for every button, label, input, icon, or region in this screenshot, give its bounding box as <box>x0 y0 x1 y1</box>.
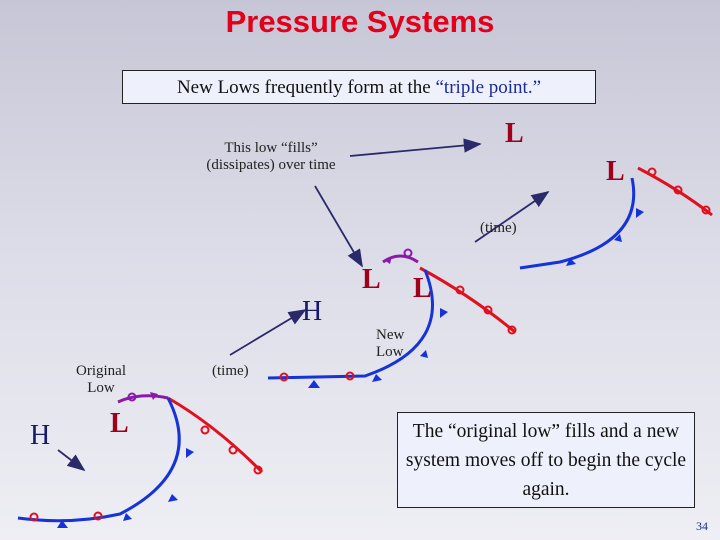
original-low-label: Original Low <box>68 363 134 397</box>
time-label-lower: (time) <box>212 363 249 379</box>
original-low-label-line2: Low <box>87 380 115 396</box>
fills-label-line1: This low “fills” <box>224 140 318 156</box>
page-title: Pressure Systems <box>225 4 495 39</box>
low-symbol-right: L <box>606 156 625 187</box>
subtitle-quote: “triple point.” <box>435 77 542 98</box>
warm-front <box>167 396 264 474</box>
time-label-upper: (time) <box>480 220 517 236</box>
cold-front-mid <box>267 269 434 380</box>
summary-box: The “original low” fills and a new syste… <box>397 412 695 508</box>
low-symbol-top: L <box>505 118 524 149</box>
low-symbol-mid-new: L <box>413 273 432 304</box>
high-arrow <box>57 449 86 472</box>
high-symbol-left: H <box>30 420 51 451</box>
time-arrow-upper <box>474 190 550 243</box>
warm-front-mid <box>419 266 516 334</box>
original-low-label-line1: Original <box>76 363 126 379</box>
future-low-fronts <box>519 166 713 270</box>
fills-arrow-down <box>314 185 363 268</box>
page-number: 34 <box>696 519 708 533</box>
warm-front-upper <box>637 166 713 217</box>
time-arrow-lower <box>229 309 307 356</box>
new-low-label-line1: New <box>376 327 405 343</box>
occluded-front <box>117 394 169 404</box>
cold-front-upper <box>519 177 636 270</box>
subtitle-box: New Lows frequently form at the “triple … <box>122 70 596 104</box>
fills-label-line2: (dissipates) over time <box>206 157 336 173</box>
original-low-fronts <box>17 392 264 528</box>
new-low-label-line2: Low <box>376 344 404 360</box>
new-low-fronts <box>267 248 517 388</box>
low-symbol-left: L <box>110 408 129 439</box>
low-symbol-mid-old: L <box>362 264 381 295</box>
cold-front <box>17 397 181 523</box>
new-low-label: New Low <box>376 327 404 361</box>
fills-arrow-right <box>349 138 482 157</box>
summary-text: The “original low” fills and a new syste… <box>405 421 687 500</box>
high-symbol-mid: H <box>302 296 323 327</box>
subtitle-text: New Lows frequently form at the <box>176 77 436 98</box>
fills-label: This low “fills” (dissipates) over time <box>190 140 352 174</box>
